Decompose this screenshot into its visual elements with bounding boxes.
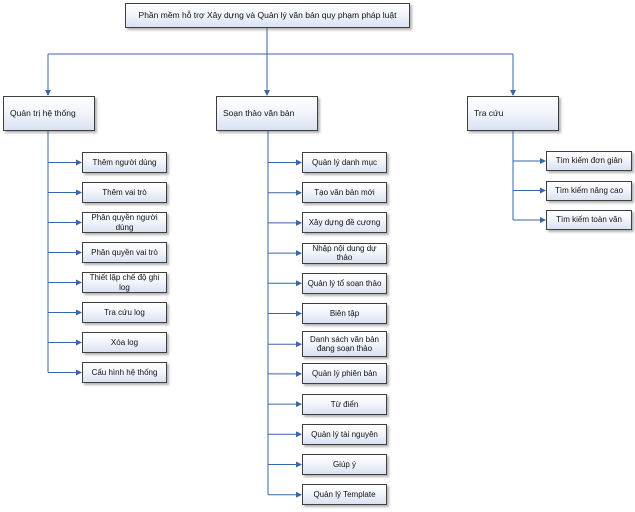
- child-node-1-5: Biên tập: [302, 303, 387, 324]
- child-node-2-0: Tìm kiếm đơn giản: [546, 151, 632, 171]
- child-node-1-5-label: Biên tập: [329, 308, 360, 318]
- branch-node-2: Tra cứu: [467, 96, 559, 131]
- child-node-0-3-label: Phân quyền vai trò: [91, 247, 158, 257]
- child-node-0-2-label: Phân quyền người dùng: [91, 213, 158, 232]
- child-node-2-2: Tìm kiếm toàn văn: [546, 210, 632, 230]
- branch-node-1: Soạn thảo văn bản: [216, 96, 318, 131]
- child-node-1-4: Quản lý tổ soạn thảo: [302, 272, 387, 294]
- child-node-1-9-label: Quản lý tài nguyên: [311, 429, 378, 439]
- child-node-2-1: Tìm kiếm nâng cao: [546, 180, 632, 201]
- child-node-1-2: Xây dựng đề cương: [302, 212, 387, 234]
- branch-node-0: Quản trị hệ thống: [3, 96, 95, 131]
- branch-node-0-label: Quản trị hệ thống: [10, 107, 76, 118]
- child-node-1-10-label: Giúp ý: [332, 459, 357, 469]
- child-node-1-10: Giúp ý: [302, 454, 387, 475]
- child-node-0-1-label: Thêm vai trò: [102, 187, 147, 197]
- child-node-1-3: Nhập nội dung dự thảo: [302, 242, 387, 264]
- child-node-1-1-label: Tạo văn bản mới: [314, 188, 375, 198]
- child-node-1-3-label: Nhập nội dung dự thảo: [312, 243, 377, 263]
- child-node-1-7-label: Quản lý phiên bản: [312, 369, 377, 379]
- child-node-0-6: Xóa log: [82, 332, 167, 353]
- child-node-0-2: Phân quyền người dùng: [82, 212, 167, 233]
- child-node-2-2-label: Tìm kiếm toàn văn: [556, 215, 622, 225]
- child-node-1-0: Quản lý danh mục: [302, 152, 387, 173]
- child-node-1-11-label: Quản lý Template: [313, 490, 376, 500]
- child-node-0-0-label: Thêm người dùng: [92, 157, 157, 167]
- child-node-0-5-label: Tra cứu log: [104, 307, 145, 317]
- child-node-0-7: Cấu hình hệ thống: [82, 362, 167, 383]
- child-node-1-6: Danh sách văn bản đang soạn thảo: [302, 331, 387, 358]
- child-node-2-1-label: Tìm kiếm nâng cao: [554, 185, 624, 195]
- child-node-1-1: Tạo văn bản mới: [302, 182, 387, 204]
- child-node-1-4-label: Quản lý tổ soạn thảo: [307, 278, 382, 288]
- child-node-2-0-label: Tìm kiếm đơn giản: [555, 156, 623, 166]
- child-node-1-6-label: Danh sách văn bản đang soạn thảo: [310, 335, 379, 354]
- branch-node-2-label: Tra cứu: [474, 107, 504, 118]
- child-node-0-6-label: Xóa log: [110, 337, 139, 347]
- root-node-label: Phần mềm hỗ trợ Xây dựng và Quản lý văn …: [138, 9, 397, 20]
- child-node-1-8-label: Từ điển: [330, 399, 359, 409]
- root-node: Phần mềm hỗ trợ Xây dựng và Quản lý văn …: [125, 3, 410, 28]
- branch-node-1-label: Soạn thảo văn bản: [223, 107, 295, 118]
- child-node-0-7-label: Cấu hình hệ thống: [91, 367, 158, 377]
- child-node-0-0: Thêm người dùng: [82, 152, 167, 173]
- child-node-0-4-label: Thiết lập chế độ ghi log: [89, 273, 160, 292]
- child-node-1-8: Từ điển: [302, 393, 387, 415]
- child-node-1-7: Quản lý phiên bản: [302, 363, 387, 385]
- child-node-0-1: Thêm vai trò: [82, 182, 167, 203]
- child-node-0-3: Phân quyền vai trò: [82, 242, 167, 263]
- child-node-1-11: Quản lý Template: [302, 484, 387, 506]
- child-node-0-4: Thiết lập chế độ ghi log: [82, 272, 167, 293]
- child-node-1-9: Quản lý tài nguyên: [302, 423, 387, 445]
- child-node-0-5: Tra cứu log: [82, 302, 167, 323]
- child-node-1-2-label: Xây dựng đề cương: [308, 218, 381, 228]
- child-node-1-0-label: Quản lý danh mục: [312, 157, 377, 167]
